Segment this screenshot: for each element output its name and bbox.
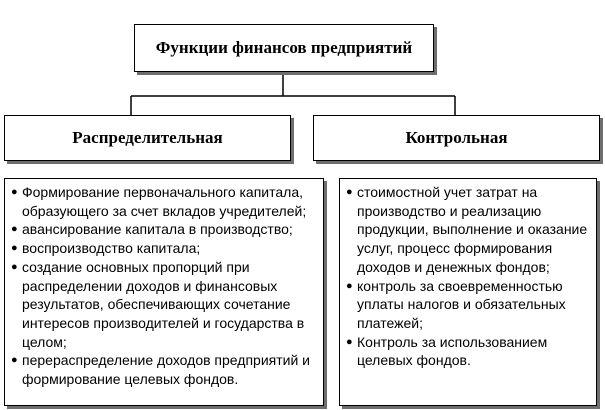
list-item: ● Контроль за использованием целевых фонд… xyxy=(346,333,590,370)
control-list: ● стоимостной учет затрат на производство… xyxy=(346,183,590,370)
bullet-icon: ● xyxy=(346,186,353,198)
list-item: ● создание основных пропорций при распред… xyxy=(11,258,317,352)
list-item-text: стоимостной учет затрат на производство … xyxy=(357,184,588,275)
bullet-icon: ● xyxy=(11,354,18,367)
branch-node-control-label: Контрольная xyxy=(405,128,508,147)
bullet-icon: ● xyxy=(11,186,18,198)
bullet-icon: ● xyxy=(11,242,18,255)
branch-node-distribution: Распределительная xyxy=(4,115,291,161)
list-item-text: перераспределение доходов предприятий и … xyxy=(22,352,310,388)
list-item: ● перераспределение доходов предприятий и… xyxy=(11,351,317,388)
distribution-list: ● Формирование первоначального капитала, … xyxy=(11,183,317,389)
branch-node-control: Контрольная xyxy=(313,115,600,161)
root-node: Функции финансов предприятий xyxy=(134,24,434,72)
root-node-title: Функции финансов предприятий xyxy=(155,38,413,57)
list-item-text: контроль за своевременностью уплаты нало… xyxy=(357,277,566,331)
list-item-text: создание основных пропорций при распреде… xyxy=(22,258,305,350)
bullet-icon: ● xyxy=(11,260,18,273)
list-item: ● воспроизводство капитала; xyxy=(11,239,317,258)
list-item-text: воспроизводство капитала; xyxy=(22,240,201,257)
bullet-icon: ● xyxy=(346,279,353,292)
distribution-list-box: ● Формирование первоначального капитала, … xyxy=(4,178,324,406)
list-item: ● Формирование первоначального капитала, … xyxy=(11,183,317,220)
list-item: ● авансирование капитала в производство; xyxy=(11,220,317,239)
list-item: ● стоимостной учет затрат на производство… xyxy=(346,183,590,277)
branch-node-distribution-label: Распределительная xyxy=(72,128,223,147)
list-item-text: авансирование капитала в производство; xyxy=(22,221,293,238)
bullet-icon: ● xyxy=(346,335,353,348)
bullet-icon: ● xyxy=(11,223,18,236)
list-item-text: Контроль за использованием целевых фондо… xyxy=(357,333,548,369)
control-list-box: ● стоимостной учет затрат на производство… xyxy=(339,178,597,406)
list-item: ● контроль за своевременностью уплаты нал… xyxy=(346,277,590,333)
list-item-text: Формирование первоначального капитала, о… xyxy=(22,184,307,219)
